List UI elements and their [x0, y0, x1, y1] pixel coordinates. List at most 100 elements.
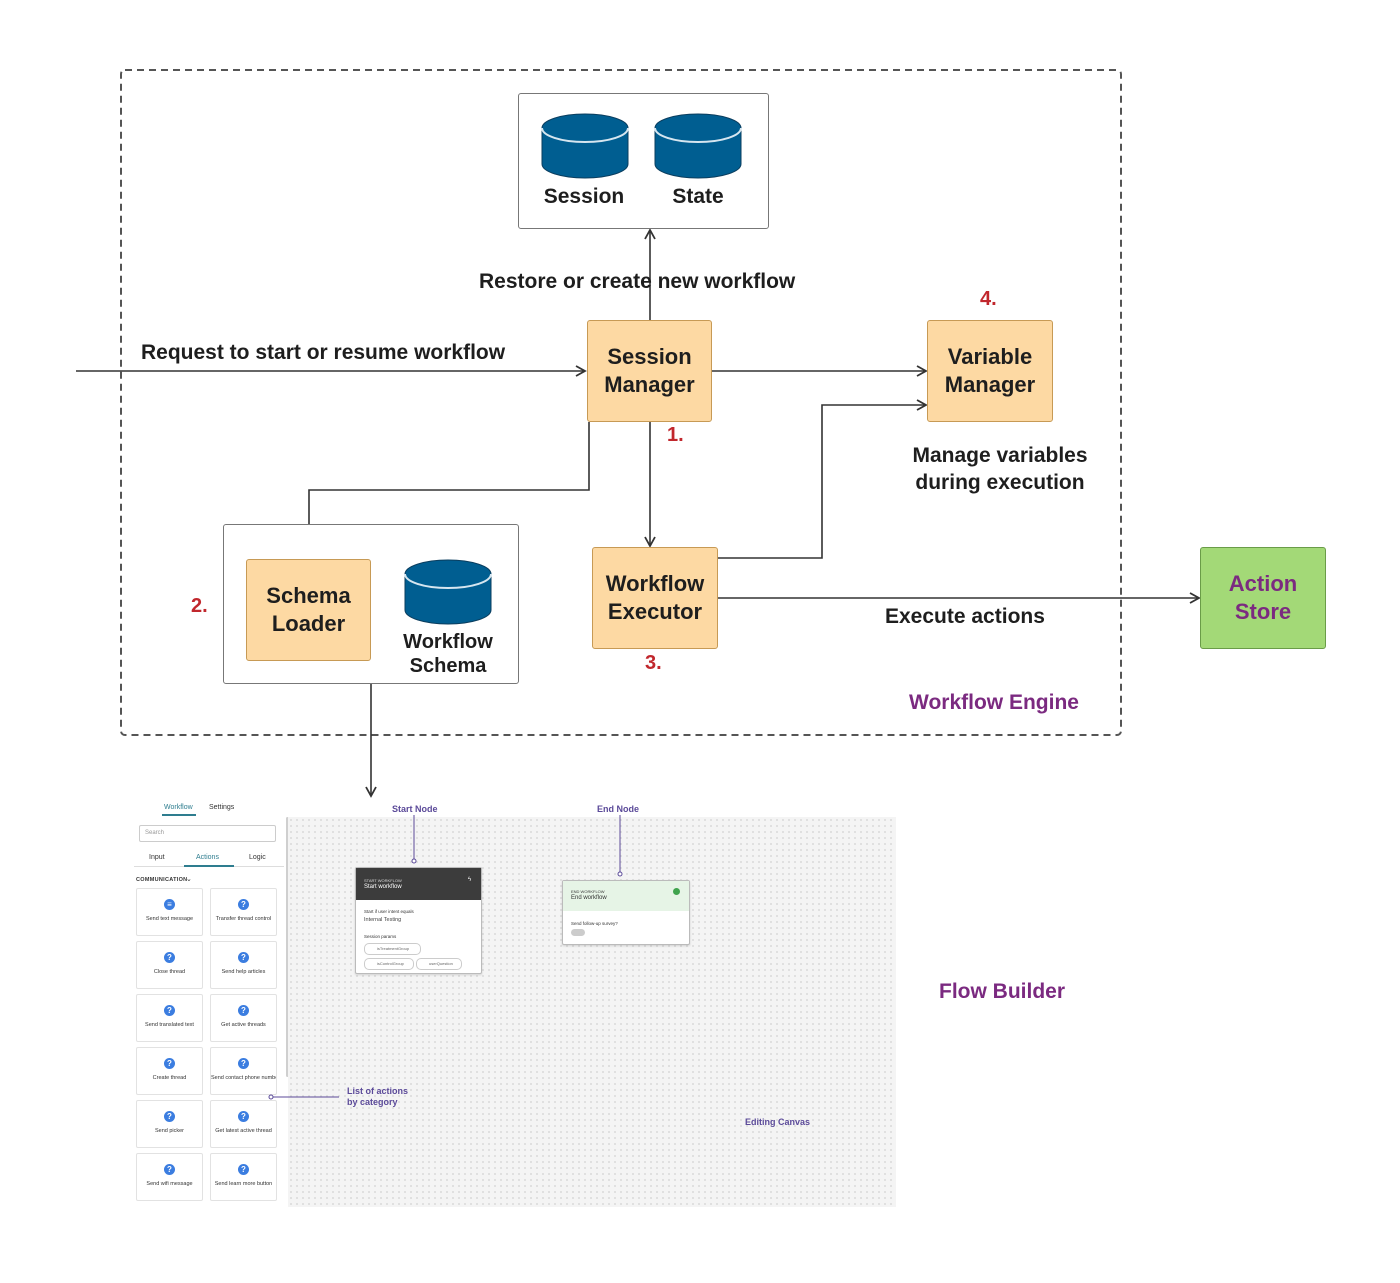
- help-icon: ?: [238, 952, 249, 963]
- step-1-label: 1.: [667, 424, 684, 446]
- start-node-annotation: Start Node: [392, 804, 438, 814]
- end-workflow-node[interactable]: END WORKFLOW End workflow Send follow-up…: [562, 880, 690, 945]
- help-icon: ?: [164, 952, 175, 963]
- category-header[interactable]: COMMUNICATION: [136, 877, 188, 883]
- workflow-schema-line2: Schema: [409, 655, 487, 677]
- action-card[interactable]: ?Create thread: [136, 1047, 203, 1095]
- state-db-label: State: [672, 185, 724, 208]
- param-chip-label: isTreatmentGroup: [377, 946, 410, 951]
- help-icon: ?: [238, 1111, 249, 1122]
- execute-actions-label: Execute actions: [885, 605, 1045, 628]
- action-card[interactable]: ?Get active threads: [210, 994, 277, 1042]
- action-card-label: Send help articles: [221, 969, 266, 975]
- action-card-label: Send wifi message: [146, 1181, 193, 1187]
- workflow-schema-label: Workflow Schema: [388, 630, 508, 678]
- start-node-pointer-dot: [411, 858, 417, 864]
- action-card[interactable]: ? Send contact phone number: [210, 1047, 277, 1095]
- end-node-pointer-dot: [617, 871, 623, 877]
- action-card[interactable]: ? Send wifi message: [136, 1153, 203, 1201]
- schema-loader-line1: Schema: [266, 583, 351, 608]
- workflow-executor-line2: Executor: [607, 599, 703, 624]
- manage-variables-line1: Manage variables: [912, 444, 1088, 467]
- variable-manager-box: Variable Manager: [927, 320, 1053, 422]
- subtab-input[interactable]: Input: [149, 854, 165, 861]
- help-icon: ?: [238, 1164, 249, 1175]
- tab-workflow-underline: [162, 814, 196, 816]
- param-chip-label: userQuestion: [429, 961, 453, 966]
- tab-workflow[interactable]: Workflow: [164, 804, 193, 811]
- session-to-schema-arrow: [303, 422, 590, 559]
- start-node-intent: Internal Testing: [364, 917, 402, 923]
- flow-builder-screenshot: Workflow Settings Search Input Actions L…: [134, 795, 896, 1207]
- schema-loader-box: Schema Loader: [246, 559, 371, 661]
- action-card-label: Close thread: [153, 969, 186, 975]
- start-node-title: Start workflow: [364, 884, 402, 890]
- workflow-executor-box: Workflow Executor: [592, 547, 718, 649]
- restore-label: Restore or create new workflow: [479, 270, 796, 293]
- workflow-engine-title: Workflow Engine: [909, 691, 1079, 714]
- variable-manager-line1: Variable: [947, 344, 1033, 369]
- start-workflow-node[interactable]: START WORKFLOW Start workflow ϟ Start if…: [355, 867, 482, 974]
- search-input[interactable]: Search: [139, 825, 276, 842]
- tab-settings[interactable]: Settings: [209, 804, 235, 811]
- subtab-actions-underline: [184, 865, 234, 867]
- help-icon: ?: [164, 1164, 175, 1175]
- start-node-params-label: Session params: [364, 934, 397, 939]
- workflow-engine-boundary: [120, 69, 1122, 736]
- step-3-label: 3.: [645, 652, 662, 674]
- start-node-header: START WORKFLOW Start workflow ϟ: [356, 868, 481, 900]
- action-card[interactable]: ? Send help articles: [210, 941, 277, 989]
- action-card[interactable]: ? Transfer thread control: [210, 888, 277, 936]
- help-icon: ?: [238, 1058, 249, 1069]
- chevron-down-icon[interactable]: ⌄: [186, 876, 192, 883]
- help-icon: ?: [164, 1005, 175, 1016]
- schema-loader-line2: Loader: [271, 611, 346, 636]
- action-card[interactable]: ?Send learn more button: [210, 1153, 277, 1201]
- action-card[interactable]: ≡Send text message: [136, 888, 203, 936]
- check-icon: [673, 888, 680, 895]
- help-icon: ?: [238, 1005, 249, 1016]
- list-pointer-dot: [268, 1094, 274, 1100]
- action-card[interactable]: ? Send translated text: [136, 994, 203, 1042]
- session-db-label: Session: [543, 185, 625, 208]
- action-card-label: Send contact phone number: [211, 1075, 276, 1081]
- action-store-line1: Action: [1228, 571, 1298, 596]
- action-card-label: Get latest active thread: [215, 1128, 272, 1134]
- annotation-lines: [268, 815, 623, 1100]
- manage-variables-line2: during execution: [915, 471, 1085, 494]
- action-card-label: Transfer thread control: [215, 916, 272, 922]
- workflow-schema-line1: Workflow: [403, 631, 493, 653]
- help-icon: ?: [164, 1058, 175, 1069]
- request-label: Request to start or resume workflow: [141, 341, 506, 364]
- action-card[interactable]: ? Close thread: [136, 941, 203, 989]
- param-chip: userQuestion: [416, 958, 462, 970]
- param-chip: isControlGroup: [364, 958, 414, 970]
- list-actions-line1: List of actions: [347, 1086, 409, 1096]
- subtab-logic[interactable]: Logic: [249, 854, 266, 861]
- action-card[interactable]: ?Send picker: [136, 1100, 203, 1148]
- state-database-icon: [654, 113, 742, 179]
- survey-toggle[interactable]: [571, 929, 585, 936]
- end-node-header: END WORKFLOW End workflow: [563, 881, 689, 911]
- editing-canvas[interactable]: [288, 817, 896, 1207]
- flow-builder-title: Flow Builder: [939, 980, 1065, 1003]
- help-icon: ?: [238, 899, 249, 910]
- param-chip: isTreatmentGroup: [364, 943, 421, 955]
- list-actions-annotation: List of actions by category: [347, 1086, 408, 1108]
- action-sidebar: Workflow Settings Search Input Actions L…: [134, 795, 289, 1207]
- lightning-icon: ϟ: [468, 877, 472, 883]
- action-card[interactable]: ? Get latest active thread: [210, 1100, 277, 1148]
- action-store-box: Action Store: [1200, 547, 1326, 649]
- message-icon: ≡: [164, 899, 175, 910]
- end-node-survey: Send follow-up survey?: [571, 921, 618, 926]
- session-manager-line2: Manager: [604, 372, 695, 397]
- editing-canvas-annotation: Editing Canvas: [745, 1117, 811, 1127]
- subtab-actions[interactable]: Actions: [196, 854, 219, 861]
- workflow-executor-line1: Workflow: [605, 571, 705, 596]
- manage-variables-label: Manage variables during execution: [900, 442, 1100, 496]
- action-card-label: Send translated text: [145, 1022, 194, 1028]
- workflow-schema-database-icon: [404, 559, 492, 625]
- sidebar-scrollbar[interactable]: [286, 817, 289, 1077]
- param-chip-label: isControlGroup: [377, 961, 404, 966]
